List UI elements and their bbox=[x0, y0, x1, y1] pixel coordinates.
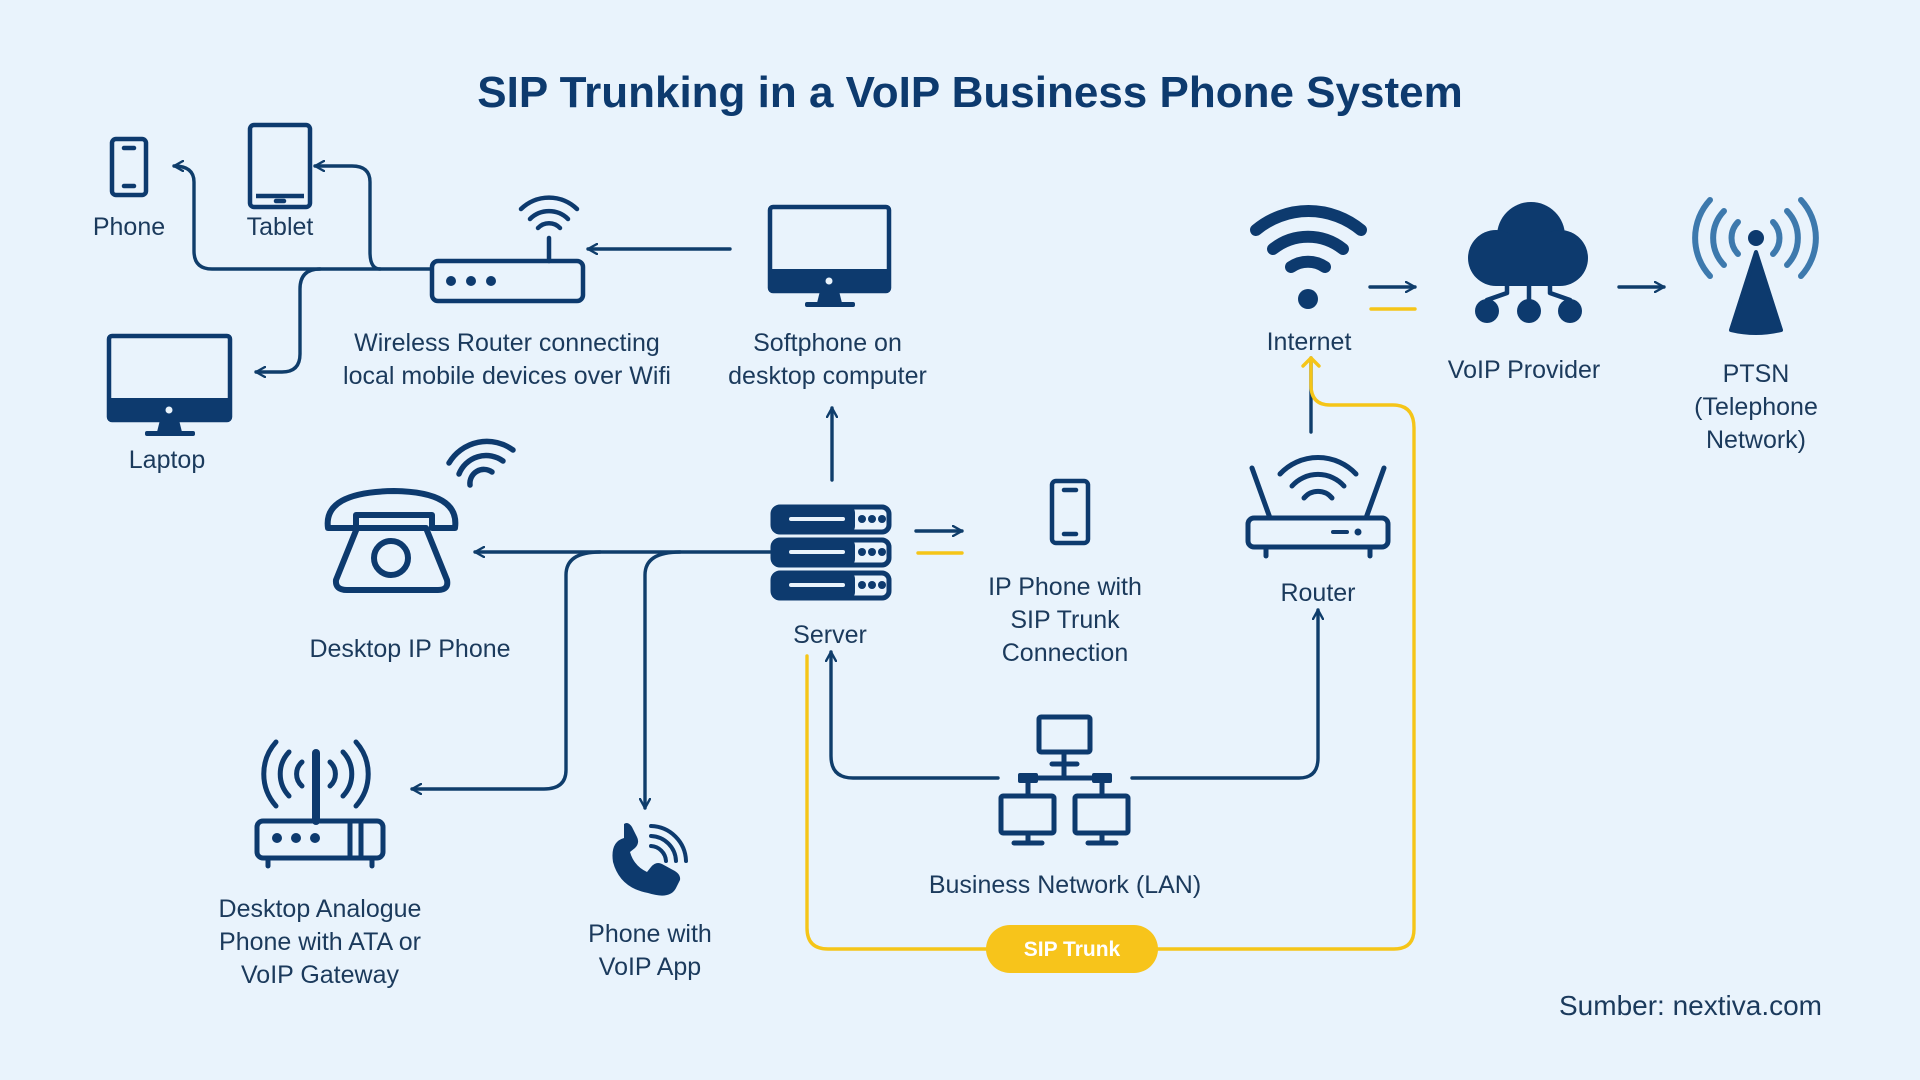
label-voip-app: Phone with VoIP App bbox=[588, 920, 712, 981]
ata-gateway-icon bbox=[254, 739, 386, 869]
wifi-icon bbox=[1250, 204, 1367, 309]
label-ptsn: PTSN (Telephone Network) bbox=[1694, 360, 1818, 454]
cloud-network-icon bbox=[1468, 202, 1588, 323]
monitor-icon bbox=[106, 333, 233, 436]
connector-router-to-laptop bbox=[254, 267, 322, 372]
monitor-icon bbox=[767, 204, 892, 307]
label-server: Server bbox=[793, 621, 867, 649]
label-ata: Desktop Analogue Phone with ATA or VoIP … bbox=[218, 895, 422, 989]
label-router: Router bbox=[1280, 579, 1356, 607]
label-internet: Internet bbox=[1266, 328, 1352, 356]
desk-phone-icon bbox=[324, 488, 459, 593]
label-voip-provider: VoIP Provider bbox=[1447, 356, 1601, 384]
smartphone-icon bbox=[109, 136, 149, 198]
label-wireless-router: Wireless Router connecting local mobile … bbox=[343, 329, 671, 390]
label-softphone: Softphone on desktop computer bbox=[728, 329, 927, 390]
page-title: SIP Trunking in a VoIP Business Phone Sy… bbox=[477, 68, 1463, 117]
server-icon bbox=[770, 504, 892, 601]
connector-router-to-tablet bbox=[313, 166, 382, 271]
label-tablet: Tablet bbox=[246, 213, 314, 241]
sip-trunk-badge: SIP Trunk bbox=[986, 925, 1158, 973]
label-laptop: Laptop bbox=[128, 446, 206, 474]
sip-trunk-arrowhead bbox=[1301, 356, 1321, 368]
tablet-icon bbox=[247, 122, 313, 210]
wifi-icon bbox=[446, 438, 516, 488]
lan-network-icon bbox=[998, 714, 1131, 846]
source-credit: Sumber: nextiva.com bbox=[1559, 990, 1822, 1021]
wireless-router-icon bbox=[429, 195, 586, 304]
sip-trunk-label: SIP Trunk bbox=[1024, 938, 1121, 961]
phone-handset-icon bbox=[612, 823, 688, 896]
label-ip-phone: IP Phone with SIP Trunk Connection bbox=[988, 573, 1142, 667]
label-phone: Phone bbox=[92, 213, 166, 241]
connector-server-to-ata bbox=[410, 550, 602, 789]
connector-lan-to-router bbox=[1130, 608, 1318, 780]
smartphone-icon bbox=[1049, 478, 1091, 546]
router-icon bbox=[1245, 455, 1391, 559]
label-desktop-ip-phone: Desktop IP Phone bbox=[309, 635, 511, 663]
connector-lan-to-server bbox=[831, 650, 1000, 780]
connector-router-to-phone bbox=[172, 166, 432, 271]
connector-server-to-voipapp bbox=[645, 550, 682, 810]
radio-tower-icon bbox=[1692, 197, 1819, 335]
sip-trunk-line bbox=[805, 356, 1416, 951]
label-lan: Business Network (LAN) bbox=[928, 871, 1202, 899]
